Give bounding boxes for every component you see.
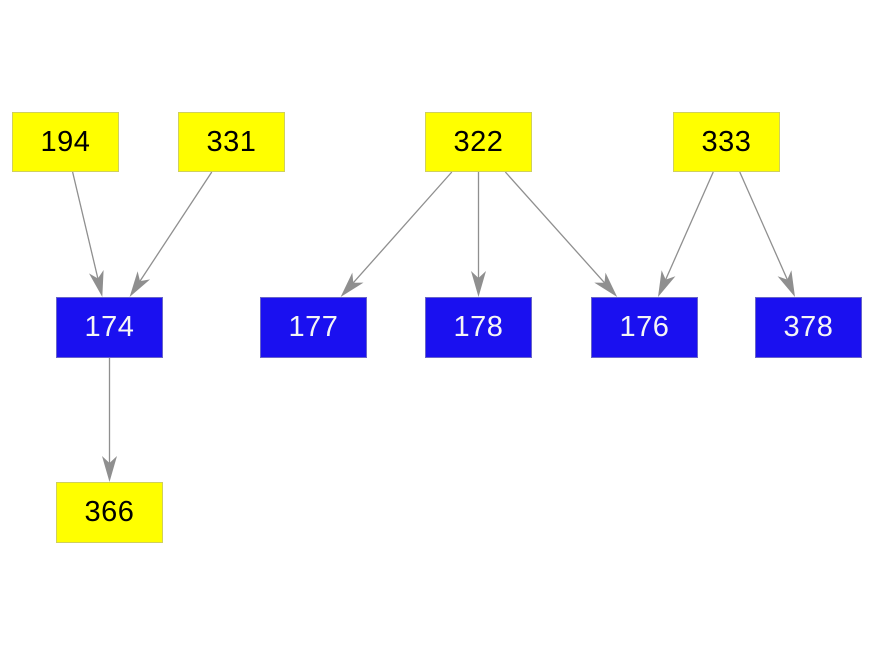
node-label: 333: [701, 125, 752, 158]
arrowhead-174-366: [102, 456, 117, 482]
node-label: 322: [453, 125, 504, 158]
node-label: 366: [84, 496, 135, 528]
node-label: 178: [453, 311, 504, 343]
node-331: 331: [178, 112, 285, 172]
arrowhead-322-178: [471, 271, 486, 297]
node-176: 176: [591, 297, 698, 358]
arrowhead-331-174: [129, 271, 151, 297]
edge-333-176: [665, 171, 714, 280]
node-194: 194: [12, 112, 119, 172]
node-333: 333: [673, 112, 780, 172]
arrowhead-333-378: [777, 270, 795, 297]
node-177: 177: [260, 297, 367, 358]
edge-194-174: [71, 171, 99, 279]
arrowhead-322-176: [594, 272, 618, 297]
node-label: 331: [206, 125, 257, 158]
edge-322-176: [504, 171, 606, 284]
edge-333-378: [739, 171, 788, 280]
node-178: 178: [425, 297, 532, 358]
edge-331-174: [139, 171, 213, 282]
node-label: 378: [783, 311, 834, 343]
arrowhead-333-176: [658, 270, 676, 297]
node-label: 177: [288, 311, 339, 343]
node-label: 194: [40, 125, 91, 158]
node-378: 378: [755, 297, 862, 358]
node-366: 366: [56, 482, 163, 543]
node-label: 176: [619, 311, 670, 343]
node-322: 322: [425, 112, 532, 172]
edge-322-177: [352, 171, 453, 284]
node-label: 174: [84, 311, 135, 343]
node-174: 174: [56, 297, 163, 358]
arrowhead-194-174: [89, 270, 104, 297]
arrowhead-322-177: [340, 272, 364, 297]
